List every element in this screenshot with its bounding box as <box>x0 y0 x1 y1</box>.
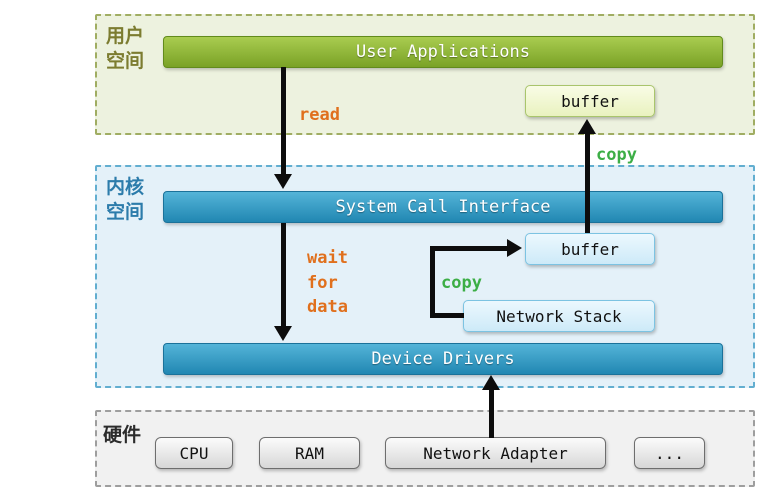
stack-copy-arrow-head <box>507 239 522 257</box>
adapter-arrow-head <box>482 375 500 390</box>
user-space-section <box>95 14 755 135</box>
read-arrow-head <box>274 174 292 189</box>
adapter-arrow-line <box>489 388 494 438</box>
copy-kernel-annotation: copy <box>596 145 637 165</box>
cpu-box: CPU <box>155 437 233 469</box>
kernel-copy-arrow-head <box>578 119 596 134</box>
ram-box: RAM <box>259 437 360 469</box>
stack-copy-arrow-top-segment <box>430 246 508 251</box>
wait-arrow-line <box>281 223 286 328</box>
read-annotation: read <box>299 105 340 125</box>
kernel-buffer-box: buffer <box>525 233 655 265</box>
user-buffer-box: buffer <box>525 85 655 117</box>
kernel-space-label: 内核 空间 <box>106 176 145 224</box>
user-applications-bar: User Applications <box>163 36 723 68</box>
network-stack-box: Network Stack <box>463 300 655 332</box>
kernel-copy-arrow-line <box>585 132 590 233</box>
ellipsis-box: ... <box>634 437 705 469</box>
read-arrow-line <box>281 67 286 176</box>
user-space-label: 用户 空间 <box>106 25 145 73</box>
device-drivers-bar: Device Drivers <box>163 343 723 375</box>
stack-copy-arrow-bottom-segment <box>430 313 464 318</box>
stack-copy-arrow-vertical-segment <box>430 246 435 318</box>
network-adapter-box: Network Adapter <box>385 437 606 469</box>
system-call-interface-bar: System Call Interface <box>163 191 723 223</box>
copy-stack-annotation: copy <box>441 273 482 293</box>
wait-arrow-head <box>274 326 292 341</box>
wait-for-data-annotation: wait for data <box>307 248 348 318</box>
hardware-label: 硬件 <box>103 424 142 446</box>
